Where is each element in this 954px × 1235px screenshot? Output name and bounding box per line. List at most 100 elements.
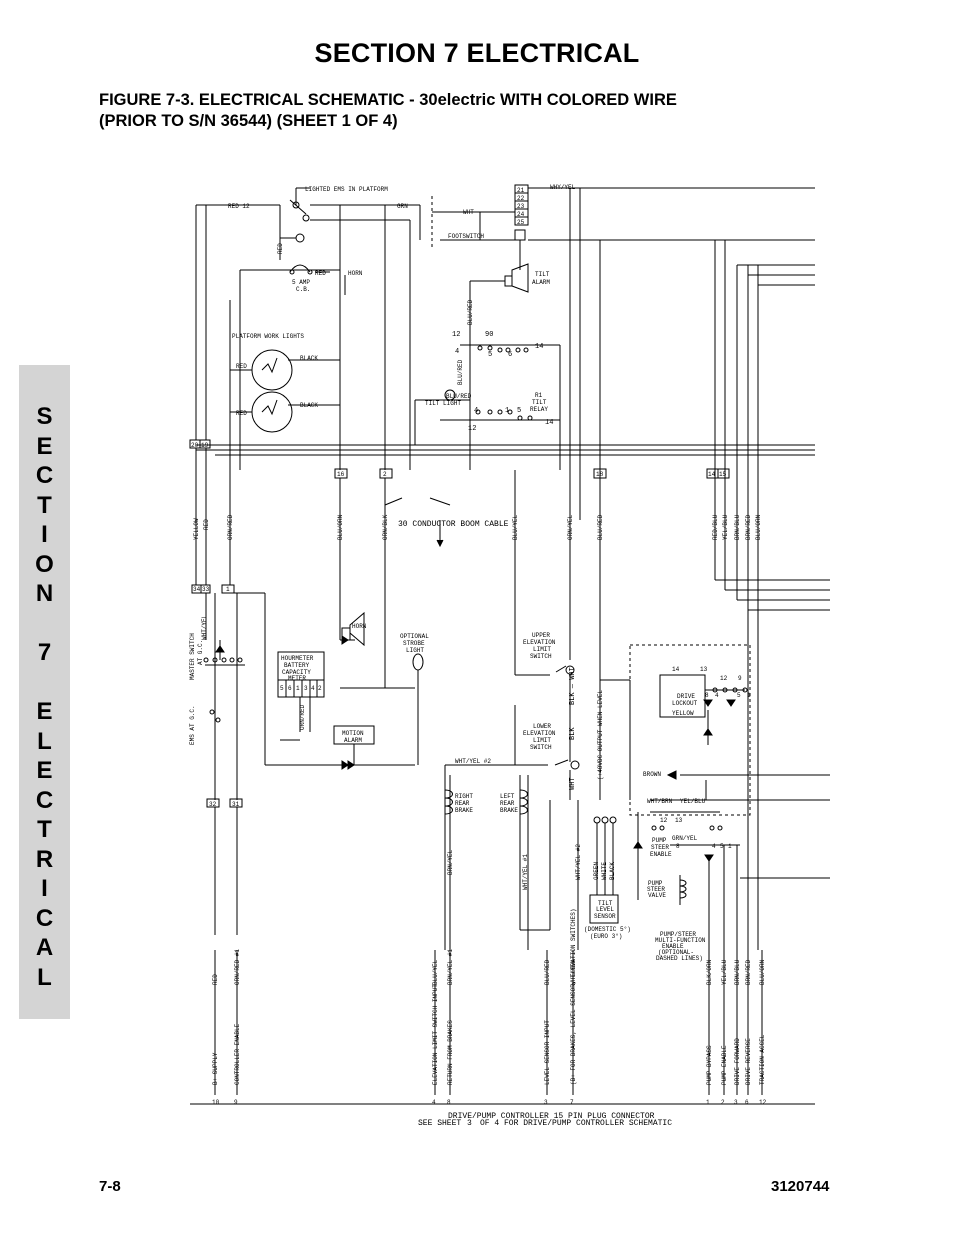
label-schematic-bottom-wires-6-function: PUMP BYPASS (706, 1045, 713, 1085)
label-schematic-boom-wires-1: RED (203, 519, 210, 530)
side-tab-letter: R (35, 845, 54, 873)
label-schematic-boom-wires-6: ORN/YEL (567, 514, 574, 540)
label-schematic-lower-relay-nums-1-5: 4 (715, 692, 719, 699)
label-schematic-lower-pump-steer-valve-2: STEER (647, 886, 665, 893)
label-schematic-boom-cable-label: 30 CONDUCTOR BOOM CABLE (398, 520, 509, 529)
label-schematic-boom-conn-2: 2 (383, 471, 387, 478)
label-schematic-top-black: BLACK (300, 402, 318, 409)
label-schematic-lower-euro: (EURO 3°) (590, 933, 622, 940)
side-tab-letter: A (35, 934, 54, 961)
label-schematic-bottom-wires-7-pin: 2 (721, 1099, 725, 1106)
label-schematic-top-blu-red: BLU/RED (446, 393, 472, 400)
label-schematic-bottom-wires-9-function: DRIVE REVERSE (745, 1038, 752, 1085)
label-schematic-lower-hourmeter-3: CAPACITY (282, 669, 311, 676)
label-schematic-lower-pump-steer-enable-3: ENABLE (650, 851, 672, 858)
label-schematic-lower-conn-34-33-1: 33 (202, 586, 210, 593)
label-schematic-lower-relay-nums-1-7: 1 (747, 692, 751, 699)
label-schematic-top-why-yel: WHY/YEL (550, 184, 576, 191)
label-schematic-lower-relay-nums-2-1: 13 (675, 817, 683, 824)
label-schematic-top-red: RED (236, 363, 247, 370)
label-schematic-boom-conn-20-19-0: 20 (191, 442, 199, 449)
label-schematic-top-tilt-alarm-1: TILT (535, 271, 550, 278)
label-schematic-top-blu-red: BLU/RED (467, 299, 474, 325)
side-tab-letter: I (41, 521, 48, 548)
label-schematic-bottom-wires-4-pin: 3 (544, 1099, 548, 1106)
side-tab-letter: 7 (37, 639, 52, 666)
label-schematic-lower-drive-lockout-2: LOCKOUT (672, 700, 698, 707)
label-schematic-top-blu-red: BLU/RED (457, 359, 464, 385)
label-schematic-top-lighted-ems: LIGHTED EMS IN PLATFORM (305, 186, 388, 193)
label-schematic-top-relay-pins-a-0: 12 (452, 331, 460, 339)
label-schematic-top-relay-pins-a-1: 90 (485, 331, 493, 339)
label-schematic-lower-right-rear-brake-2: REAR (455, 800, 470, 807)
label-schematic-lower-hourmeter-pins-5: 2 (318, 685, 322, 692)
label-schematic-lower-upper-elev-4: SWITCH (530, 653, 552, 660)
section-title: SECTION 7 ELECTRICAL (314, 38, 640, 68)
label-schematic-lower-drive-lockout-1: DRIVE (677, 693, 695, 700)
label-schematic-lower-hourmeter-pins-3: 3 (304, 685, 308, 692)
label-schematic-lower-tilt-level-1: TILT (598, 900, 613, 907)
label-schematic-bottom-wires-6-pin: 1 (706, 1099, 710, 1106)
label-schematic-lower-relay-nums-1-6: 5 (737, 692, 741, 699)
label-schematic-connector-caption-2a: SEE SHEET (418, 1119, 461, 1128)
page-number: 7-8 (99, 1178, 121, 1195)
label-schematic-bottom-wires-2-pin: 4 (432, 1099, 436, 1106)
label-schematic-lower-wht-yel-1: WHT/YEL #1 (522, 854, 529, 890)
label-schematic-boom-wires-4: ORN/BLK (382, 514, 389, 540)
label-schematic-lower-domestic: (DOMESTIC 5°) (584, 926, 631, 933)
label-schematic-top-horn: HORN (348, 270, 363, 277)
label-schematic-lower-optional-strobe-1: OPTIONAL (400, 633, 429, 640)
label-schematic-lower-green-white-black-1: WHITE (601, 862, 608, 880)
label-schematic-top-connector-pins-2: 23 (517, 203, 525, 210)
label-schematic-lower-relay-nums-1-1: 13 (700, 666, 708, 673)
label-schematic-lower-output-note: (+48VDC OUTPUT WHEN LEVEL (597, 690, 604, 780)
top-wiring (195, 184, 815, 520)
label-schematic-lower-relay-nums-2-0: 12 (660, 817, 668, 824)
side-tab-letter: C (35, 462, 54, 489)
label-schematic-boom-conn-14-15-0: 14 (708, 471, 716, 478)
label-schematic-lower-blk-wht: BLK — WHT (569, 667, 577, 705)
label-schematic-boom-wires-5: BLU/YEL (512, 514, 519, 540)
label-schematic-lower-hourmeter-pins-1: 6 (288, 685, 292, 692)
figure-title: FIGURE 7-3. ELECTRICAL SCHEMATIC - 30ele… (99, 90, 859, 132)
label-schematic-bottom-wires-10-color: BLU/ORN (759, 959, 766, 985)
label-schematic-top-red: RED (236, 410, 247, 417)
label-schematic-lower-green-white-black-2: BLACK (609, 862, 616, 880)
label-schematic-lower-motion-alarm-2: ALARM (344, 737, 362, 744)
label-schematic-bottom-wires-3-color: BRN/YEL #1 (447, 949, 454, 985)
label-schematic-top-relay-pins-b-3: 12 (468, 425, 476, 433)
label-schematic-top-relay-pins-a-4: 5 (488, 351, 492, 359)
figure-title-line-1: FIGURE 7-3. ELECTRICAL SCHEMATIC - 30ele… (99, 91, 677, 109)
label-schematic-bottom-wires-9-pin: 6 (745, 1099, 749, 1106)
boom-connectors (189, 439, 730, 479)
label-schematic-bottom-wires-1-color: ORN/RED #1 (234, 949, 241, 985)
label-schematic-lower-lower-elev-3: LIMIT (533, 737, 551, 744)
label-schematic-bottom-wires-10-function: TRACTION ACCEL (759, 1034, 766, 1085)
label-schematic-top-cb: C.B. (296, 286, 310, 293)
label-schematic-lower-optional-strobe-2: STROBE (403, 640, 425, 647)
label-schematic-lower-tilt-level-3: SENSOR (594, 913, 616, 920)
label-schematic-lower-lower-elev-2: ELEVATION (523, 730, 556, 737)
label-schematic-lower-relay-nums-1-3: 9 (738, 675, 742, 682)
label-schematic-lower-pump-steer-valve-1: PUMP (648, 880, 663, 887)
label-schematic-bottom-wires-0-pin: 10 (212, 1099, 220, 1106)
label-schematic-bottom-wires-4-function: LEVEL SENSOR INPUT (544, 1020, 551, 1085)
label-schematic-boom-conn-20-19-1: 19 (201, 442, 209, 449)
label-schematic-lower-right-rear-brake-3: BRAKE (455, 807, 473, 814)
label-schematic-top-r1: R1 (535, 392, 543, 399)
label-schematic-lower-at-gc: AT G.C. (197, 640, 204, 665)
label-schematic-top-relay-pins-a-2: 14 (535, 343, 543, 351)
label-schematic-top-connector-pins-3: 24 (517, 211, 525, 218)
side-tab-letter: O (35, 550, 54, 578)
label-schematic-lower-relay-nums-1-4: 8 (705, 692, 709, 699)
label-schematic-lower-hourmeter-pins-2: 1 (296, 685, 300, 692)
label-schematic-lower-relay-nums-1-0: 14 (672, 666, 680, 673)
label-schematic-bottom-wires-5-function: (B+ FOR BRAKES, LEVEL SENSOR, ELEVATION … (570, 909, 577, 1085)
figure-title-line-2: (PRIOR TO S/N 36544) (SHEET 1 OF 4) (99, 112, 398, 130)
label-schematic-lower-multi-2: MULTI-FUNCTION (655, 937, 706, 944)
label-schematic-lower-left-rear-brake-1: LEFT (500, 793, 515, 800)
label-schematic-lower-hourmeter-2: BATTERY (284, 662, 310, 669)
label-schematic-bottom-wires-7-function: PUMP ENABLE (721, 1045, 728, 1085)
label-schematic-top-red12: RED 12 (228, 203, 250, 210)
